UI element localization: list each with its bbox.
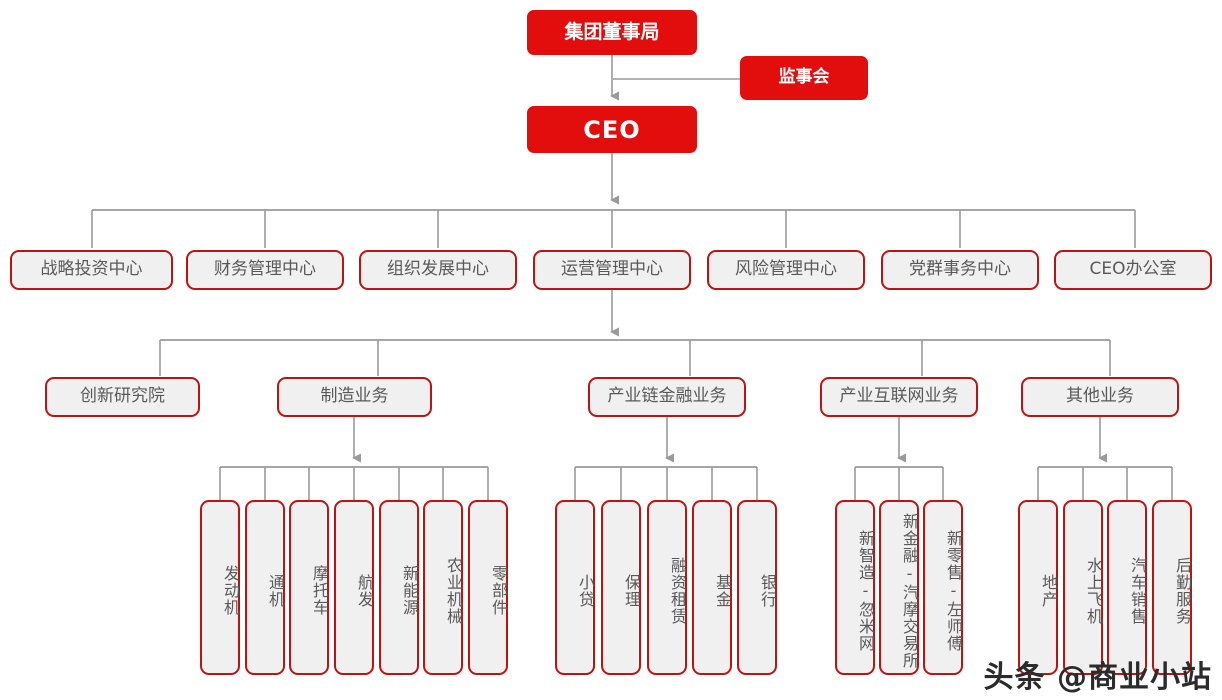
node-center-strategic-investment[interactable]: 战略投资中心	[10, 250, 173, 290]
node-leaf-bank[interactable]: 银行	[737, 500, 777, 675]
node-division-supply-chain-finance[interactable]: 产业链金融业务	[588, 377, 746, 417]
node-leaf-general-machinery[interactable]: 通机	[245, 500, 285, 675]
node-center-organization-development[interactable]: 组织发展中心	[359, 250, 517, 290]
node-leaf-microloan[interactable]: 小贷	[555, 500, 595, 675]
node-leaf-engine[interactable]: 发动机	[200, 500, 240, 675]
node-center-risk-management[interactable]: 风险管理中心	[707, 250, 865, 290]
node-center-operations-management[interactable]: 运营管理中心	[533, 250, 691, 290]
node-leaf-fund[interactable]: 基金	[692, 500, 732, 675]
node-center-finance-management[interactable]: 财务管理中心	[186, 250, 344, 290]
node-leaf-auto-sales[interactable]: 汽车销售	[1107, 500, 1147, 675]
node-ceo[interactable]: CEO	[527, 106, 697, 153]
node-leaf-seaplane[interactable]: 水上飞机	[1063, 500, 1103, 675]
node-supervisory-board[interactable]: 监事会	[740, 56, 868, 100]
watermark-text: 头条 @商业小站	[983, 660, 1212, 695]
node-leaf-components[interactable]: 零部件	[468, 500, 508, 675]
node-leaf-new-finance-auto-moto-exchange[interactable]: 新金融-汽摩交易所	[879, 500, 919, 675]
node-division-industrial-internet[interactable]: 产业互联网业务	[820, 377, 978, 417]
node-leaf-logistics-services[interactable]: 后勤服务	[1152, 500, 1192, 675]
node-leaf-new-retail-zuoshifu[interactable]: 新零售-左师傅	[923, 500, 963, 675]
node-leaf-aero-engine[interactable]: 航发	[334, 500, 374, 675]
node-leaf-new-manufacturing-humi[interactable]: 新智造-忽米网	[835, 500, 875, 675]
node-leaf-motorcycle[interactable]: 摩托车	[289, 500, 329, 675]
node-leaf-financial-leasing[interactable]: 融资租赁	[647, 500, 687, 675]
node-leaf-new-energy[interactable]: 新能源	[379, 500, 419, 675]
node-center-ceo-office[interactable]: CEO办公室	[1054, 250, 1212, 290]
node-division-other-business[interactable]: 其他业务	[1021, 377, 1179, 417]
node-leaf-real-estate[interactable]: 地产	[1018, 500, 1058, 675]
node-leaf-agricultural-machinery[interactable]: 农业机械	[423, 500, 463, 675]
node-division-innovation-institute[interactable]: 创新研究院	[45, 377, 200, 417]
node-division-manufacturing[interactable]: 制造业务	[277, 377, 432, 417]
node-group-board[interactable]: 集团董事局	[527, 10, 697, 55]
node-leaf-factoring[interactable]: 保理	[601, 500, 641, 675]
node-center-party-affairs[interactable]: 党群事务中心	[881, 250, 1039, 290]
